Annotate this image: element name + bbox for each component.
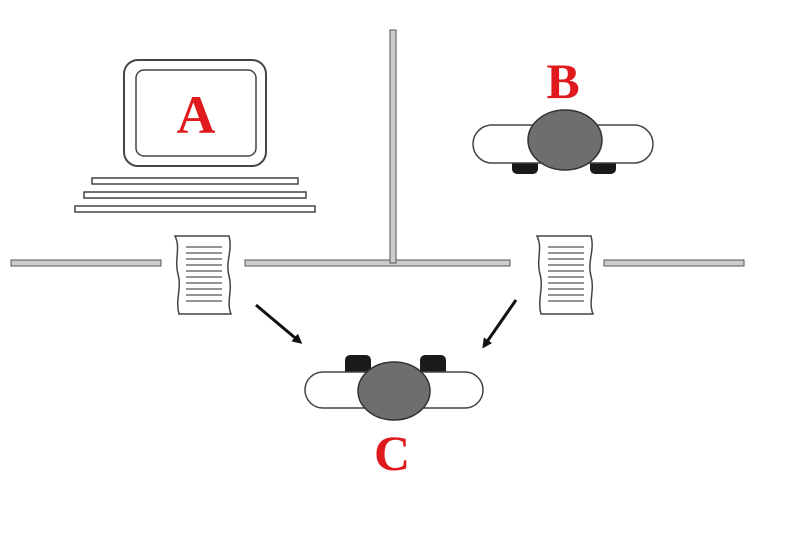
person-c-icon	[304, 355, 484, 421]
label-c: C	[374, 425, 410, 481]
paper-right-icon	[535, 235, 595, 315]
horizontal-wall	[10, 259, 745, 267]
paper-left-icon	[173, 235, 233, 315]
arrow-down-left-icon	[482, 299, 518, 349]
vertical-wall	[389, 29, 397, 264]
computer-monitor-icon	[74, 59, 316, 213]
arrow-down-right-icon	[255, 303, 303, 344]
label-a: A	[177, 85, 216, 145]
label-b: B	[546, 53, 579, 109]
person-b-icon	[472, 109, 654, 174]
